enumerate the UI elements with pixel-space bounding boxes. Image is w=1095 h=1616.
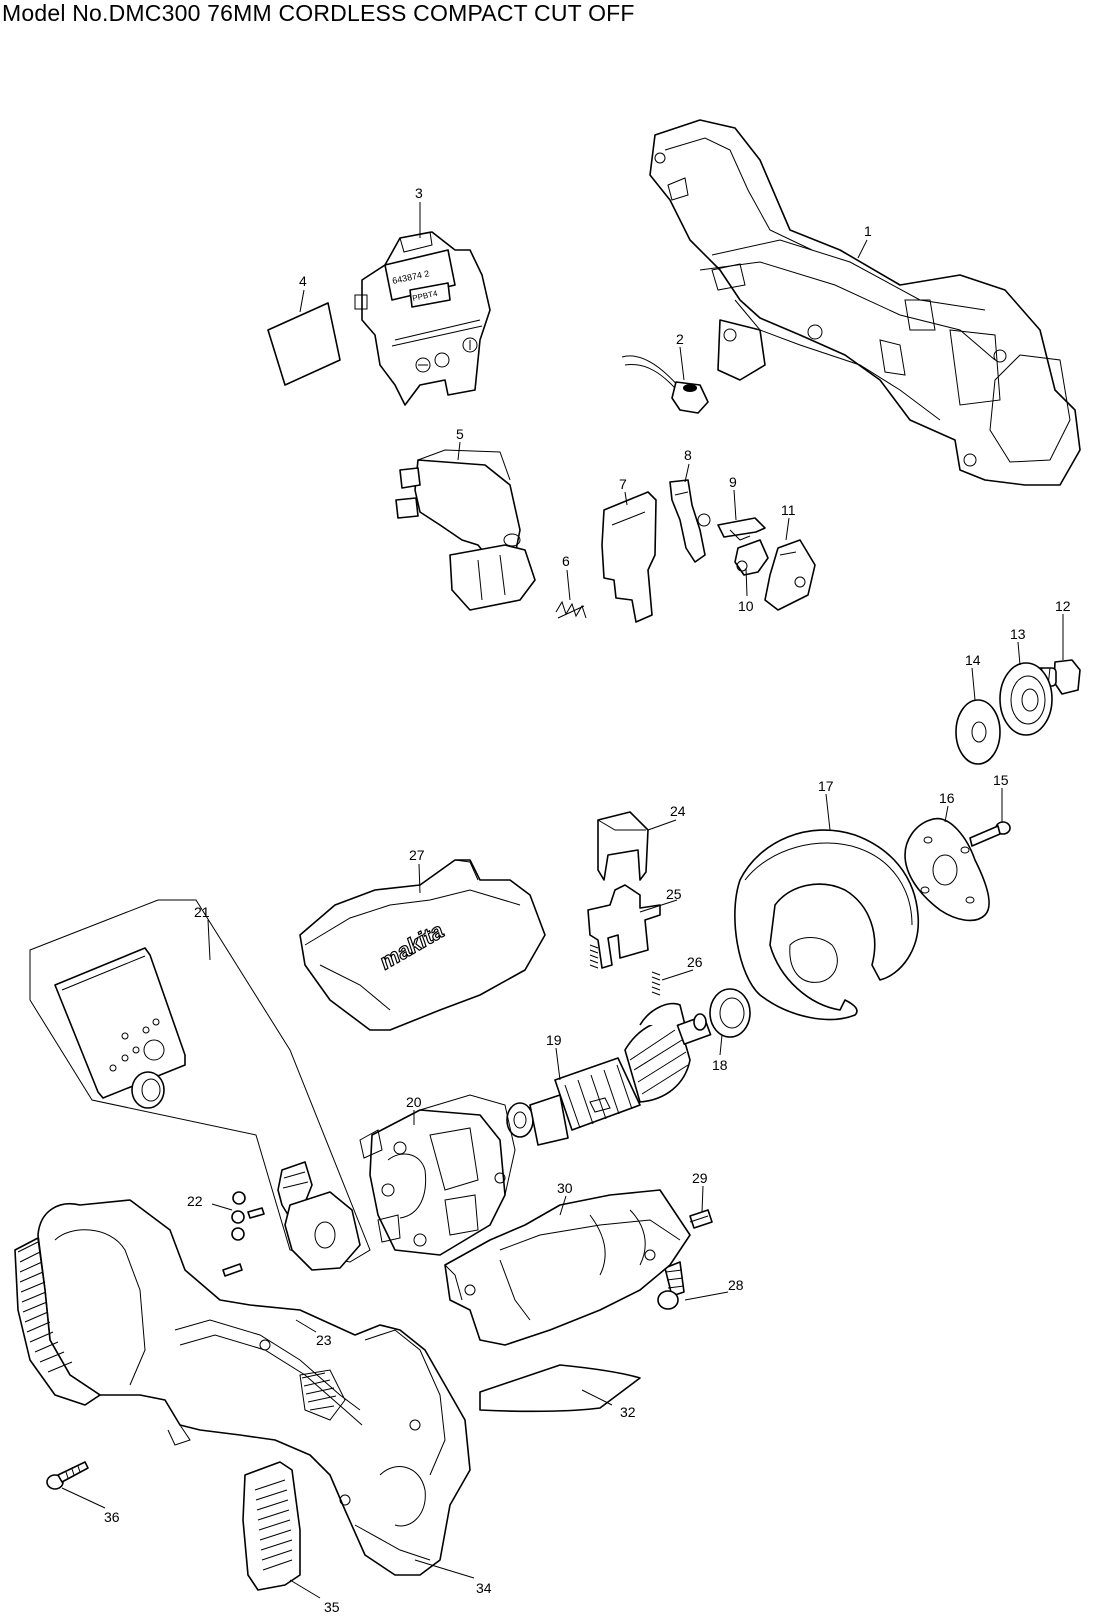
label-part-36: 36 xyxy=(104,1509,120,1525)
label-part-30: 30 xyxy=(557,1180,573,1196)
label-part-22: 22 xyxy=(187,1193,203,1209)
part-labels: 1 2 3 4 5 6 7 8 9 10 11 12 13 14 15 16 1… xyxy=(104,185,1071,1615)
label-part-1: 1 xyxy=(864,223,872,239)
label-part-13: 13 xyxy=(1010,626,1026,642)
part-29-pin xyxy=(689,1209,713,1229)
page-title: Model No.DMC300 76MM CORDLESS COMPACT CU… xyxy=(2,0,635,26)
label-part-4: 4 xyxy=(299,273,307,289)
label-part-9: 9 xyxy=(729,474,737,490)
label-part-25: 25 xyxy=(666,886,682,902)
label-part-11: 11 xyxy=(781,502,796,518)
part-14-inner-flange xyxy=(955,699,1001,765)
label-part-16: 16 xyxy=(939,790,955,806)
label-part-6: 6 xyxy=(562,553,570,569)
part-8-lock-lever xyxy=(669,479,711,563)
label-part-23: 23 xyxy=(316,1332,332,1348)
label-part-20: 20 xyxy=(406,1094,422,1110)
part-27-motor-cover: makita xyxy=(299,859,546,1031)
label-part-14: 14 xyxy=(965,652,981,668)
part-22-sensor-board-screws xyxy=(222,1161,361,1277)
label-part-19: 19 xyxy=(546,1032,562,1048)
part-21-circuit-board-set xyxy=(29,899,371,1263)
part-17-wheel-guard xyxy=(734,829,920,1021)
part-36-screw xyxy=(46,1461,89,1490)
label-part-32: 32 xyxy=(620,1404,636,1420)
label-part-26: 26 xyxy=(687,954,703,970)
part-25-plate xyxy=(587,884,661,969)
part-30-housing-cover xyxy=(444,1189,691,1346)
part-5-switch xyxy=(395,449,536,611)
part-4-label xyxy=(267,302,341,386)
part-6-spring xyxy=(555,600,587,619)
part-13-outer-flange xyxy=(999,662,1053,736)
part-1-housing-half xyxy=(649,119,1081,486)
part-15-screw xyxy=(969,821,1011,847)
part-18-bearing xyxy=(709,988,751,1038)
part-34-housing-half xyxy=(14,1199,471,1576)
part-28-screw xyxy=(657,1261,685,1310)
part-35-grip xyxy=(242,1461,301,1591)
part-10-lock xyxy=(734,539,769,576)
label-part-29: 29 xyxy=(692,1170,708,1186)
leader-lines xyxy=(61,202,1064,1599)
label-part-2: 2 xyxy=(676,331,684,347)
part-7-switch-lever xyxy=(601,491,657,623)
label-part-5: 5 xyxy=(456,426,464,442)
part-26-springs xyxy=(589,944,661,996)
label-part-18: 18 xyxy=(712,1057,728,1073)
label-part-21: 21 xyxy=(194,904,210,920)
label-part-7: 7 xyxy=(619,476,627,492)
label-part-27: 27 xyxy=(409,847,425,863)
label-part-17: 17 xyxy=(818,778,834,794)
part-9-leaf-spring xyxy=(717,517,766,541)
label-part-12: 12 xyxy=(1055,598,1071,614)
label-part-24: 24 xyxy=(670,803,686,819)
part-2-led-wire xyxy=(621,355,709,414)
part-24-cap xyxy=(597,811,649,881)
label-part-10: 10 xyxy=(738,598,754,614)
part-32-label xyxy=(479,1364,641,1413)
part-3-controller: 643874 2 PPBT4 xyxy=(354,231,491,406)
part-16-guard-plate xyxy=(904,817,990,922)
part-20-stator xyxy=(359,1094,516,1256)
label-part-34: 34 xyxy=(476,1580,492,1596)
label-part-8: 8 xyxy=(684,447,692,463)
part-11-lock-plate xyxy=(764,539,816,611)
label-part-28: 28 xyxy=(728,1277,744,1293)
label-part-15: 15 xyxy=(993,772,1009,788)
label-part-35: 35 xyxy=(324,1599,340,1615)
part-19-armature xyxy=(506,1002,712,1146)
label-part-3: 3 xyxy=(415,185,423,201)
